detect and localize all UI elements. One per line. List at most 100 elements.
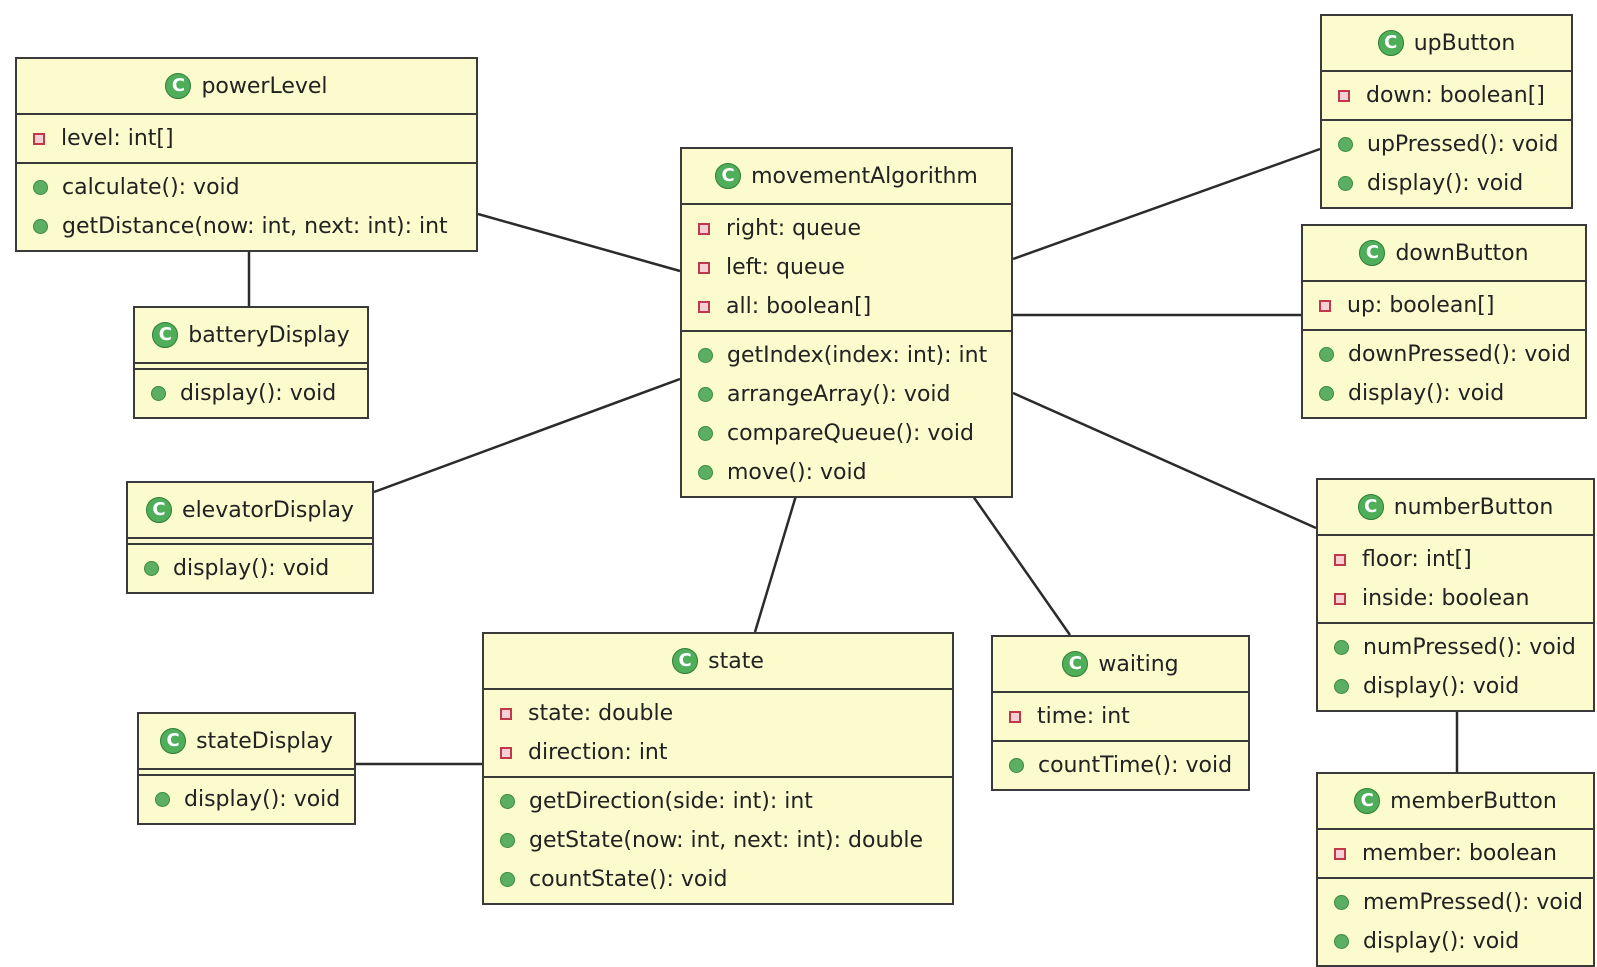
method-row: display(): void	[1318, 667, 1593, 706]
class-powerlevel[interactable]: C powerLevel level: int[] calculate(): v…	[15, 57, 478, 252]
method-text: display(): void	[1348, 381, 1505, 406]
method-row: display(): void	[128, 549, 372, 588]
method-row: getDistance(now: int, next: int): int	[17, 207, 476, 246]
class-numberbutton[interactable]: C numberButton floor: int[] inside: bool…	[1316, 478, 1595, 712]
public-method-icon	[151, 386, 166, 401]
association-movement-elevatordisplay	[373, 377, 681, 494]
method-text: display(): void	[1363, 674, 1520, 699]
field-row: member: boolean	[1318, 834, 1593, 873]
method-text: display(): void	[180, 381, 337, 406]
method-text: display(): void	[173, 556, 330, 581]
method-text: getDirection(side: int): int	[529, 789, 813, 814]
method-text: display(): void	[184, 787, 341, 812]
class-icon: C	[146, 497, 173, 523]
public-method-icon	[1334, 934, 1349, 949]
method-row: display(): void	[135, 374, 367, 413]
class-header: C memberButton	[1318, 774, 1593, 830]
methods-section: getIndex(index: int): int arrangeArray()…	[682, 330, 1011, 496]
field-text: member: boolean	[1362, 841, 1557, 866]
private-field-icon	[1338, 89, 1350, 102]
class-header: C state	[484, 634, 952, 690]
method-row: compareQueue(): void	[682, 414, 1011, 453]
class-icon: C	[1357, 494, 1384, 520]
methods-section: countTime(): void	[993, 740, 1248, 789]
class-header: C downButton	[1303, 226, 1585, 282]
class-waiting[interactable]: C waiting time: int countTime(): void	[991, 635, 1250, 791]
public-method-icon	[698, 387, 713, 402]
class-elevatordisplay[interactable]: C elevatorDisplay display(): void	[126, 481, 374, 594]
association-powerlevel-movement	[477, 212, 681, 273]
methods-section: display(): void	[139, 774, 354, 823]
field-row: up: boolean[]	[1303, 286, 1585, 325]
public-method-icon	[698, 426, 713, 441]
field-text: up: boolean[]	[1347, 293, 1495, 318]
class-memberbutton[interactable]: C memberButton member: boolean memPresse…	[1316, 772, 1595, 967]
private-field-icon	[1319, 299, 1331, 312]
method-row: display(): void	[1318, 922, 1593, 961]
method-text: getIndex(index: int): int	[727, 343, 988, 368]
method-row: getDirection(side: int): int	[484, 782, 952, 821]
public-method-icon	[155, 792, 170, 807]
public-method-icon	[1338, 137, 1353, 152]
class-name: upButton	[1413, 30, 1516, 56]
fields-section: right: queue left: queue all: boolean[]	[682, 205, 1011, 330]
class-icon: C	[1359, 240, 1386, 266]
public-method-icon	[1319, 347, 1334, 362]
class-downbutton[interactable]: C downButton up: boolean[] downPressed()…	[1301, 224, 1587, 419]
class-name: waiting	[1098, 651, 1179, 677]
private-field-icon	[1334, 553, 1346, 566]
method-text: upPressed(): void	[1367, 132, 1559, 157]
method-text: move(): void	[727, 460, 867, 485]
field-row: left: queue	[682, 248, 1011, 287]
class-icon: C	[715, 163, 742, 189]
class-name: elevatorDisplay	[182, 497, 354, 523]
association-movement-state	[753, 488, 800, 633]
public-method-icon	[144, 561, 159, 576]
class-icon: C	[1062, 651, 1089, 677]
field-row: level: int[]	[17, 119, 476, 158]
private-field-icon	[500, 746, 512, 759]
method-row: countState(): void	[484, 860, 952, 899]
method-row: getState(now: int, next: int): double	[484, 821, 952, 860]
method-row: numPressed(): void	[1318, 628, 1593, 667]
private-field-icon	[33, 132, 45, 145]
method-text: arrangeArray(): void	[727, 382, 951, 407]
fields-section: up: boolean[]	[1303, 282, 1585, 329]
method-row: upPressed(): void	[1322, 125, 1571, 164]
method-text: countState(): void	[529, 867, 728, 892]
private-field-icon	[500, 707, 512, 720]
methods-section: upPressed(): void display(): void	[1322, 119, 1571, 207]
class-statedisplay[interactable]: C stateDisplay display(): void	[137, 712, 356, 825]
fields-section: down: boolean[]	[1322, 72, 1571, 119]
class-header: C elevatorDisplay	[128, 483, 372, 539]
field-text: left: queue	[726, 255, 845, 280]
method-row: display(): void	[1303, 374, 1585, 413]
fields-section: state: double direction: int	[484, 690, 952, 776]
class-batterydisplay[interactable]: C batteryDisplay display(): void	[133, 306, 369, 419]
class-upbutton[interactable]: C upButton down: boolean[] upPressed(): …	[1320, 14, 1573, 209]
class-movementalgorithm[interactable]: C movementAlgorithm right: queue left: q…	[680, 147, 1013, 498]
fields-section: member: boolean	[1318, 830, 1593, 877]
method-row: arrangeArray(): void	[682, 375, 1011, 414]
private-field-icon	[1334, 847, 1346, 860]
field-text: down: boolean[]	[1366, 83, 1545, 108]
class-icon: C	[165, 73, 192, 99]
field-row: all: boolean[]	[682, 287, 1011, 326]
field-row: time: int	[993, 697, 1248, 736]
fields-section: time: int	[993, 693, 1248, 740]
method-text: numPressed(): void	[1363, 635, 1576, 660]
public-method-icon	[1319, 386, 1334, 401]
public-method-icon	[500, 794, 515, 809]
class-header: C numberButton	[1318, 480, 1593, 536]
methods-section: memPressed(): void display(): void	[1318, 877, 1593, 965]
class-name: batteryDisplay	[188, 322, 350, 348]
fields-section: floor: int[] inside: boolean	[1318, 536, 1593, 622]
field-text: all: boolean[]	[726, 294, 872, 319]
public-method-icon	[33, 180, 48, 195]
method-text: getDistance(now: int, next: int): int	[62, 214, 448, 239]
field-text: level: int[]	[61, 126, 174, 151]
public-method-icon	[698, 348, 713, 363]
class-state[interactable]: C state state: double direction: int get…	[482, 632, 954, 905]
field-row: state: double	[484, 694, 952, 733]
